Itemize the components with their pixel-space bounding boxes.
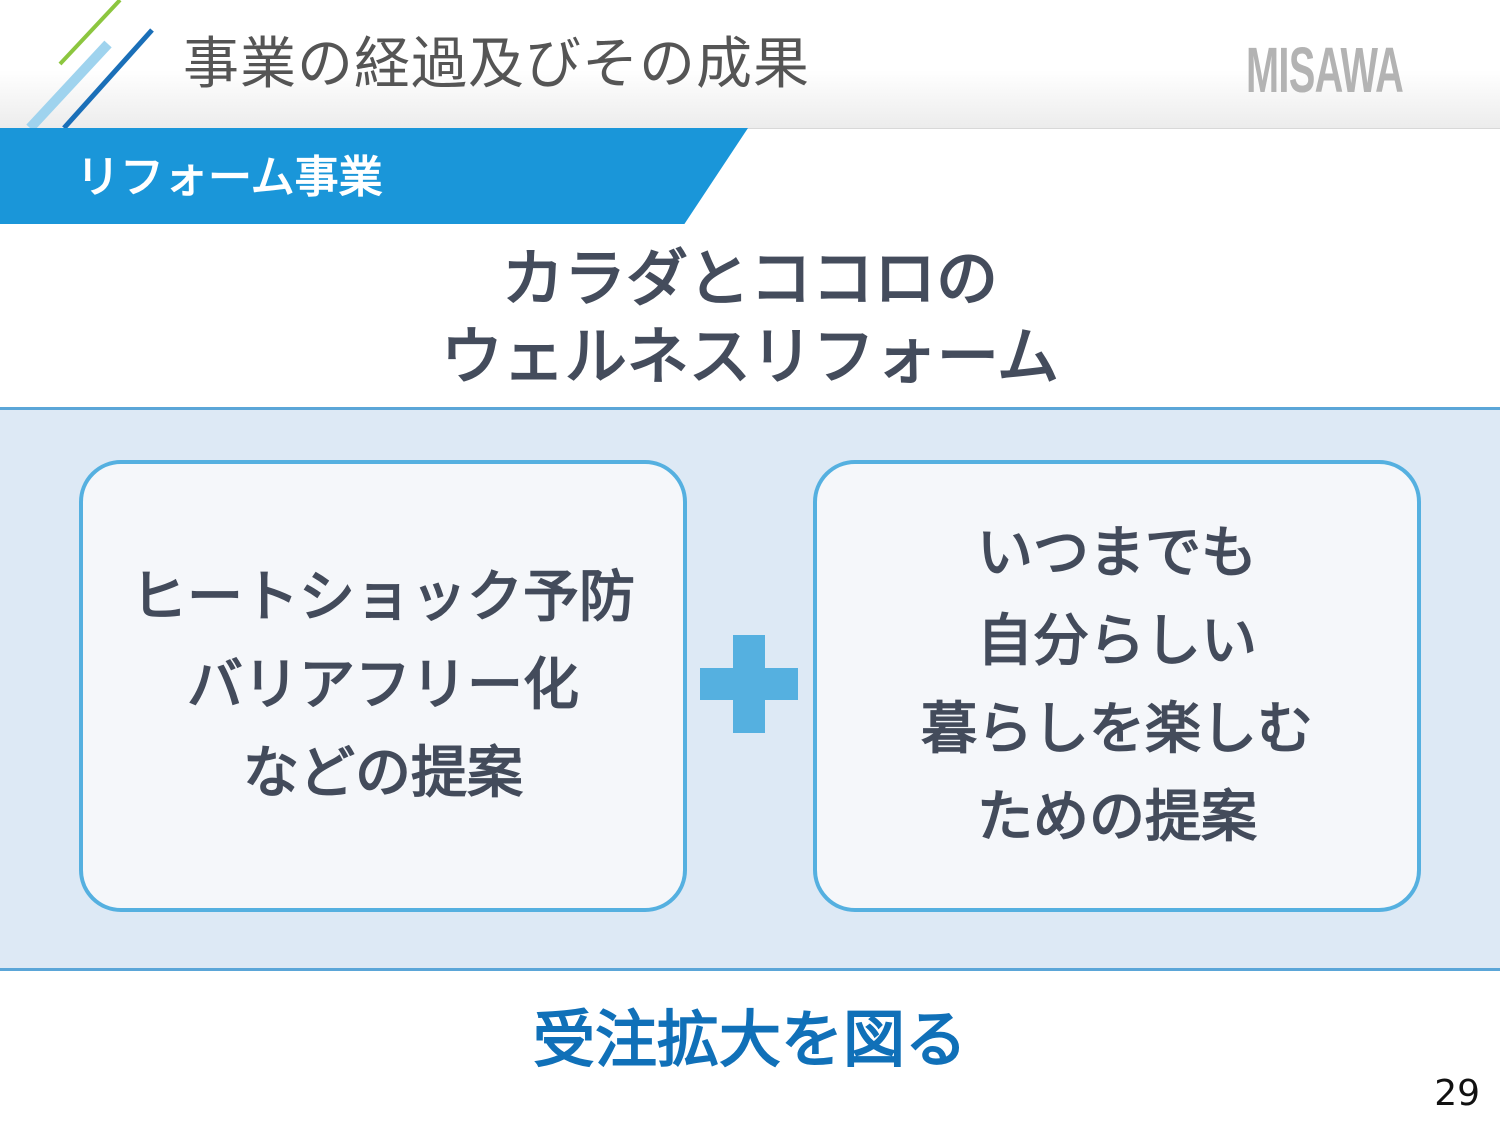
headline-line-1: カラダとココロの — [501, 242, 998, 315]
conclusion-text: 受注拡大を図る — [532, 1003, 967, 1076]
card-right-line-3: 暮らしを楽しむ — [921, 697, 1313, 762]
section-label: リフォーム事業 — [76, 152, 383, 203]
card-left-line-1: ヒートショック予防 — [131, 565, 635, 630]
decorative-stripes-icon — [26, 0, 154, 128]
card-right-line-1: いつまでも — [977, 521, 1257, 586]
page-number: 29 — [1434, 1073, 1480, 1114]
card-left-line-3: などの提案 — [243, 741, 523, 806]
misawa-logo: MISAWA — [1246, 34, 1404, 106]
card-right-line-4: ための提案 — [977, 785, 1257, 850]
card-left-line-2: バリアフリー化 — [187, 653, 579, 718]
page-title: 事業の経過及びその成果 — [183, 32, 810, 97]
headline-line-2: ウェルネスリフォーム — [440, 320, 1060, 393]
card-right-line-2: 自分らしい — [977, 609, 1257, 674]
proposal-card-lifestyle: いつまでも 自分らしい 暮らしを楽しむ ための提案 — [813, 460, 1421, 912]
plus-icon-horizontal — [700, 668, 798, 700]
slide-header: 事業の経過及びその成果 MISAWA — [0, 0, 1500, 129]
headline: カラダとココロの ウェルネスリフォーム — [0, 240, 1500, 396]
plus-icon — [700, 635, 798, 733]
proposal-card-heat-shock: ヒートショック予防 バリアフリー化 などの提案 — [79, 460, 687, 912]
section-tab — [0, 128, 748, 224]
